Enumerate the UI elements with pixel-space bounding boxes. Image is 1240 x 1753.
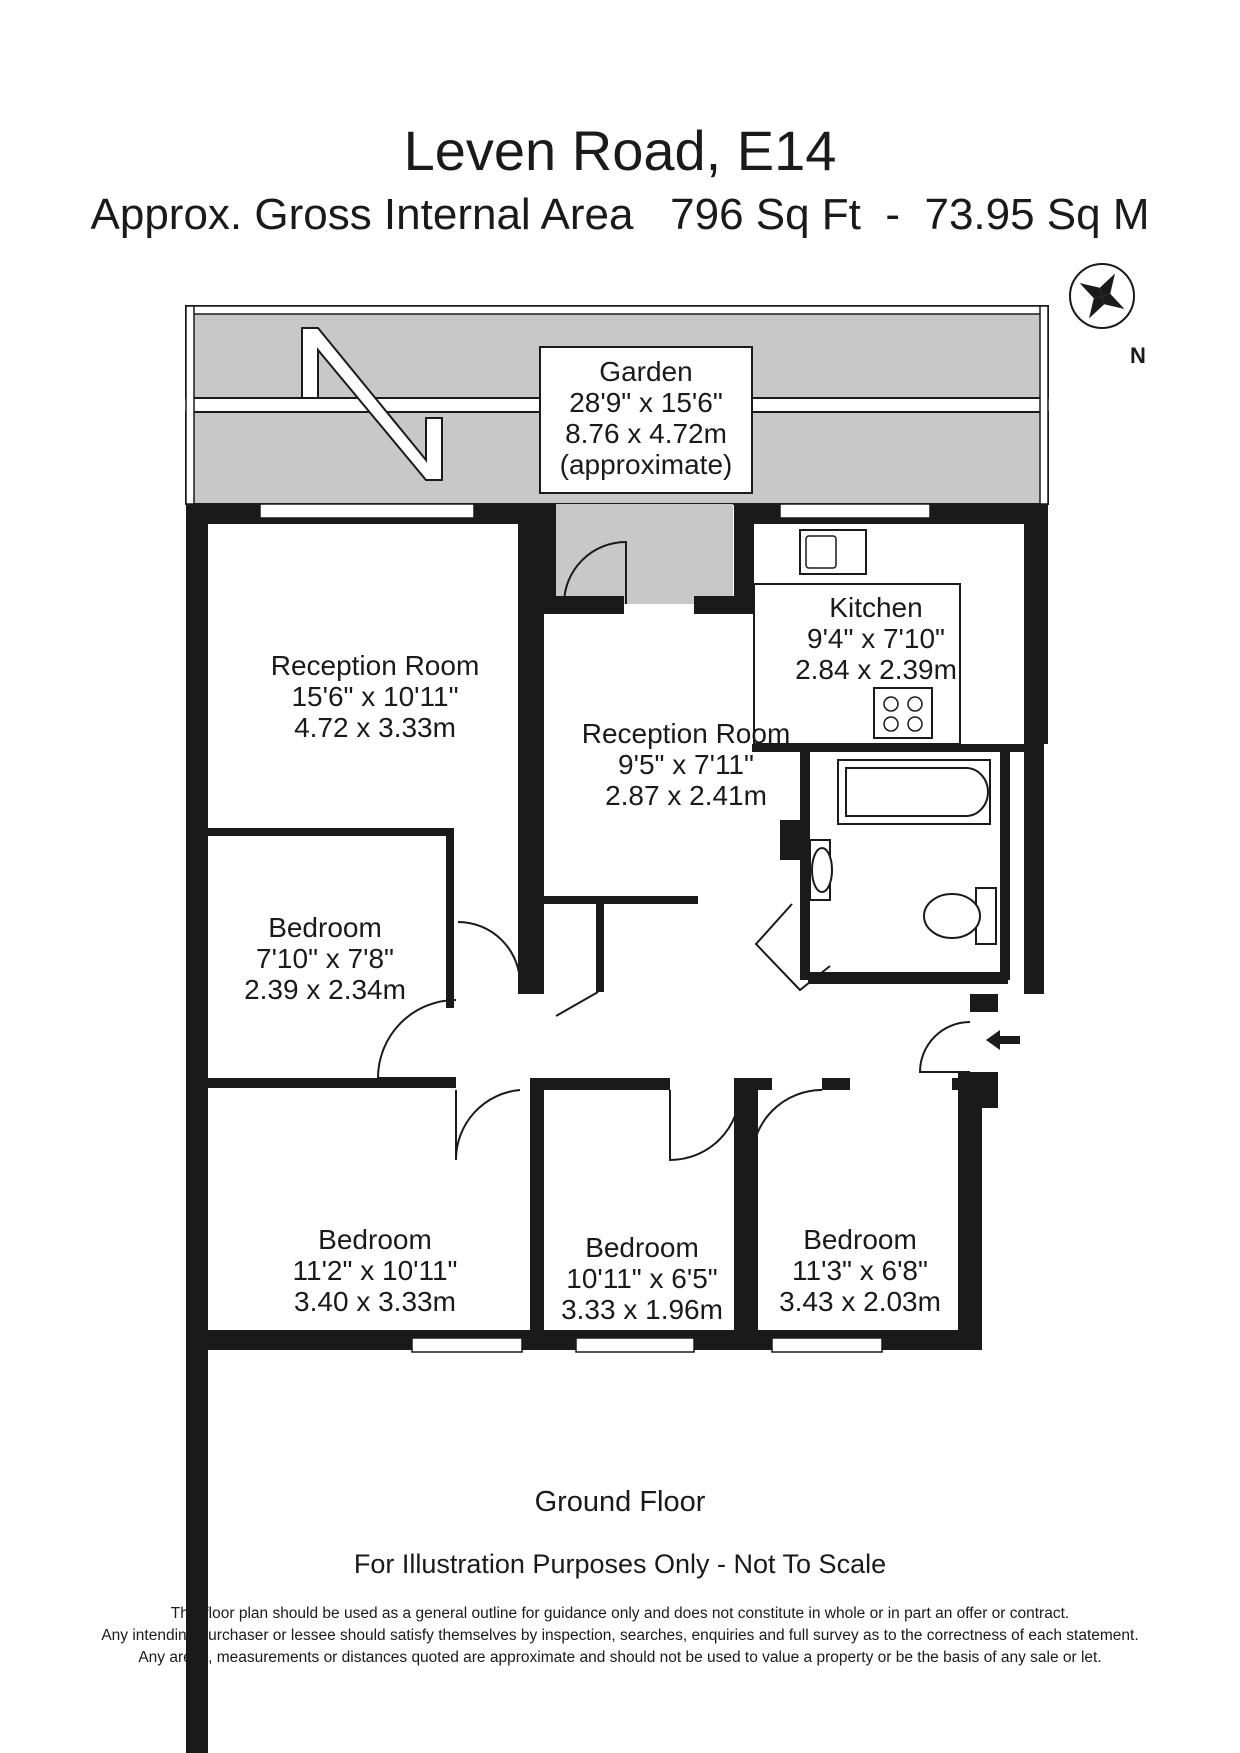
sink-icon bbox=[799, 529, 867, 575]
area-sqm: 73.95 Sq M bbox=[924, 190, 1150, 239]
garden-imperial: 28'9" x 15'6" bbox=[569, 387, 723, 418]
room-metric: 3.40 x 3.33m bbox=[294, 1286, 456, 1317]
room-metric: 2.39 x 2.34m bbox=[244, 974, 406, 1005]
room-imperial: 11'3" x 6'8" bbox=[792, 1255, 928, 1286]
interior-walls bbox=[208, 524, 1024, 1350]
compass-north-label: N bbox=[1130, 343, 1146, 368]
hob-icon bbox=[873, 687, 933, 739]
room-name: Kitchen bbox=[829, 592, 923, 623]
room-label-bedroom-2: Bedroom 11'2" x 10'11" 3.40 x 3.33m bbox=[293, 1224, 458, 1317]
garden-name: Garden bbox=[599, 356, 693, 387]
disclaimer-line: Any intending purchaser or lessee should… bbox=[101, 1627, 1139, 1644]
room-metric: 3.43 x 2.03m bbox=[779, 1286, 941, 1317]
garden-break-symbol bbox=[301, 327, 443, 481]
garden-area bbox=[185, 305, 1049, 604]
illustration-note: For Illustration Purposes Only - Not To … bbox=[353, 1549, 887, 1579]
room-metric: 2.84 x 2.39m bbox=[795, 654, 957, 685]
room-imperial: 15'6" x 10'11" bbox=[291, 681, 459, 712]
room-metric: 3.33 x 1.96m bbox=[561, 1294, 723, 1325]
garden-metric: 8.76 x 4.72m bbox=[565, 418, 727, 449]
room-name: Bedroom bbox=[268, 912, 382, 943]
room-label-bedroom-1: Bedroom 7'10" x 7'8" 2.39 x 2.34m bbox=[244, 912, 406, 1005]
room-label-kitchen: Kitchen 9'4" x 7'10" 2.84 x 2.39m bbox=[795, 592, 957, 685]
disclaimer-line: Any areas, measurements or distances quo… bbox=[138, 1649, 1102, 1666]
room-name: Bedroom bbox=[803, 1224, 917, 1255]
room-imperial: 9'5" x 7'11" bbox=[618, 749, 754, 780]
room-metric: 2.87 x 2.41m bbox=[605, 780, 767, 811]
room-name: Reception Room bbox=[270, 650, 480, 681]
floor-label: Ground Floor bbox=[534, 1486, 706, 1518]
area-sqft: 796 Sq Ft bbox=[670, 190, 861, 239]
room-name: Reception Room bbox=[581, 718, 791, 749]
room-imperial: 9'4" x 7'10" bbox=[807, 623, 945, 654]
bathroom-fittings bbox=[809, 759, 997, 945]
room-label-reception-2: Reception Room 9'5" x 7'11" 2.87 x 2.41m bbox=[582, 718, 791, 811]
area-separator: - bbox=[885, 190, 901, 239]
room-label-bedroom-4: Bedroom 11'3" x 6'8" 3.43 x 2.03m bbox=[779, 1224, 941, 1317]
compass-icon bbox=[1069, 263, 1135, 329]
garden-note: (approximate) bbox=[559, 449, 733, 480]
kitchen-fittings bbox=[753, 529, 961, 745]
room-metric: 4.72 x 3.33m bbox=[294, 712, 456, 743]
room-imperial: 7'10" x 7'8" bbox=[256, 943, 394, 974]
room-imperial: 11'2" x 10'11" bbox=[292, 1255, 458, 1286]
entrance-arrow-icon bbox=[986, 1030, 1020, 1050]
windows bbox=[259, 503, 931, 1353]
room-imperial: 10'11" x 6'5" bbox=[566, 1263, 718, 1294]
disclaimer-line: This floor plan should be used as a gene… bbox=[170, 1605, 1070, 1622]
room-name: Bedroom bbox=[585, 1232, 699, 1263]
garden-label: Garden 28'9" x 15'6" 8.76 x 4.72m (appro… bbox=[539, 346, 753, 494]
property-title: Leven Road, E14 bbox=[403, 119, 837, 182]
room-name: Bedroom bbox=[318, 1224, 432, 1255]
door-swings bbox=[376, 540, 971, 1162]
area-label: Approx. Gross Internal Area bbox=[90, 190, 634, 239]
room-label-bedroom-3: Bedroom 10'11" x 6'5" 3.33 x 1.96m bbox=[561, 1232, 723, 1325]
room-label-reception-1: Reception Room 15'6" x 10'11" 4.72 x 3.3… bbox=[271, 650, 480, 743]
area-summary: Approx. Gross Internal Area 796 Sq Ft - … bbox=[0, 190, 1240, 240]
